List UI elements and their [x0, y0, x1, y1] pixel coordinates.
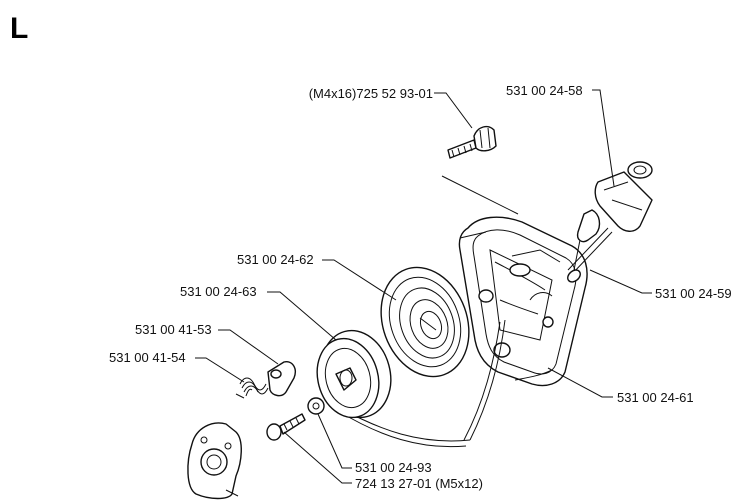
starter-hub: [187, 422, 242, 500]
starter-housing: [458, 216, 588, 387]
label-screw-top: (M4x16)725 52 93-01: [309, 86, 433, 101]
top-screw: [441, 125, 519, 239]
pawl-spring: [235, 377, 269, 399]
section-letter: L: [10, 12, 28, 45]
recoil-spring: [380, 266, 470, 378]
label-handle: 531 00 24-58: [506, 83, 583, 98]
part-labels: (M4x16)725 52 93-01 531 00 24-58 531 00 …: [109, 83, 732, 491]
leader-lines: [195, 89, 652, 484]
pawl: [267, 361, 296, 397]
starter-handle[interactable]: [573, 161, 653, 271]
label-pawl-spring: 531 00 41-54: [109, 350, 186, 365]
label-washer: 531 00 24-93: [355, 460, 432, 475]
label-screw-bottom: 724 13 27-01 (M5x12): [355, 476, 483, 491]
pulley: [316, 329, 392, 419]
label-pulley: 531 00 24-63: [180, 284, 257, 299]
label-spring: 531 00 24-62: [237, 252, 314, 267]
washer: [307, 397, 325, 415]
bottom-screw: [266, 413, 306, 441]
label-pawl: 531 00 41-53: [135, 322, 212, 337]
label-starter-housing: 531 00 24-61: [617, 390, 694, 405]
label-rope: 531 00 24-59: [655, 286, 732, 301]
